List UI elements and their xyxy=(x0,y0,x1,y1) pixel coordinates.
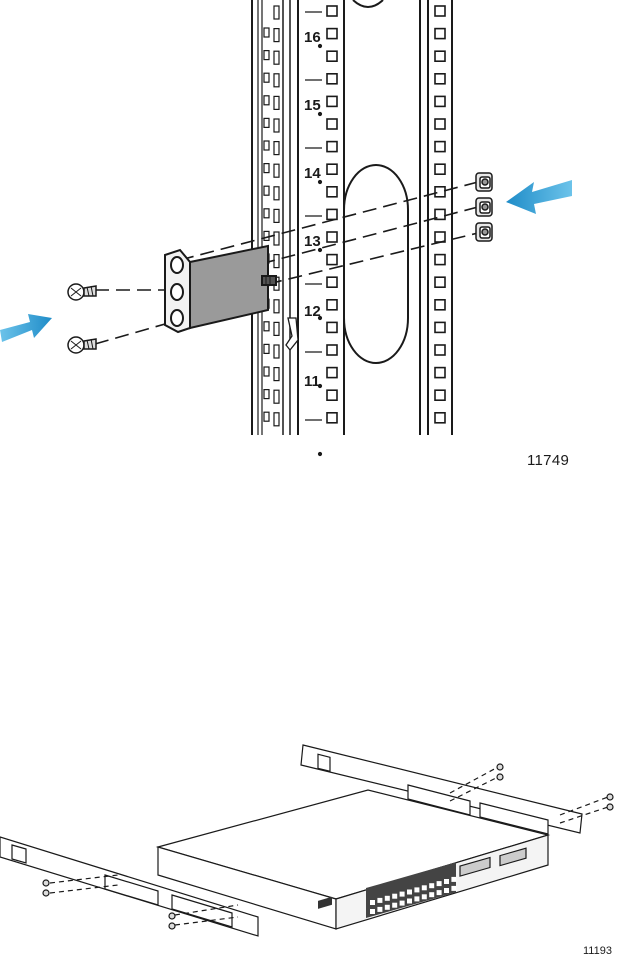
figure-number: 11193 xyxy=(583,945,612,957)
mounting-bracket xyxy=(165,246,276,332)
rack-bracket-svg: 16 15 14 13 12 11 xyxy=(0,0,620,480)
screw-icon xyxy=(68,284,96,300)
screw-icon xyxy=(68,337,96,353)
switch-rail-illustration xyxy=(0,735,620,962)
cage-nut-icon xyxy=(476,223,492,241)
rack-unit-label-13: 13 xyxy=(304,233,321,250)
rack-unit-label-15: 15 xyxy=(304,97,321,114)
rack-unit-label-12: 12 xyxy=(304,303,321,320)
rail-holes-right xyxy=(435,6,445,423)
rack-unit-label-16: 16 xyxy=(304,29,321,46)
insert-direction-arrow-icon xyxy=(506,180,572,214)
rail-clip xyxy=(286,318,298,350)
cage-nut-icon xyxy=(476,198,492,216)
rail-slots-left xyxy=(264,6,279,426)
figure-number: 11749 xyxy=(527,452,569,469)
rack-unit-label-14: 14 xyxy=(304,165,321,182)
rack-bracket-illustration: 16 15 14 13 12 11 xyxy=(0,0,620,480)
rack-oval-cutout-top xyxy=(353,0,383,7)
rail-holes-center xyxy=(327,6,337,423)
insert-direction-arrow-icon xyxy=(0,314,52,342)
cage-nut-icon xyxy=(476,173,492,191)
switch-rail-svg xyxy=(0,735,620,962)
rack-unit-label-11: 11 xyxy=(304,373,320,390)
